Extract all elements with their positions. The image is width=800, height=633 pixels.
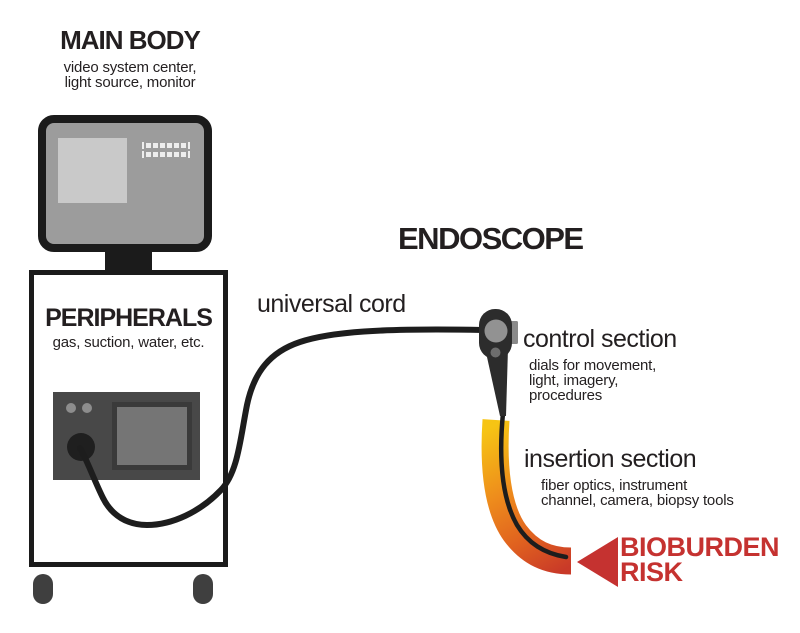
monitor-indicator-dots-icon (142, 142, 190, 160)
peripheral-device-illustration (53, 392, 200, 480)
peripherals-description: gas, suction, water, etc. (52, 334, 205, 351)
main-body-description: video system center, light source, monit… (28, 60, 232, 90)
monitor-stand (105, 250, 152, 272)
control-section-head (479, 309, 512, 359)
control-section-description: dials for movement, light, imagery, proc… (529, 358, 677, 403)
main-body-label-block: MAIN BODY video system center, light sou… (28, 27, 232, 90)
control-section-title: control section (523, 325, 677, 353)
monitor-dot-row (142, 151, 190, 158)
device-knob-icon (67, 433, 95, 461)
insertion-section-label-block: insertion section fiber optics, instrume… (524, 445, 734, 509)
bioburden-risk-line1: BIOBURDEN (620, 532, 780, 562)
control-section-desc-line2: light, imagery, (529, 372, 619, 389)
control-section-desc-line1: dials for movement, (529, 357, 657, 374)
control-dial-large-icon (484, 319, 508, 343)
cart-wheel-right (193, 574, 213, 604)
device-led-icon (82, 403, 92, 413)
bioburden-risk-line2: RISK (620, 557, 683, 587)
main-body-title: MAIN BODY (60, 25, 201, 55)
insertion-section-desc-line2: channel, camera, biopsy tools (541, 492, 734, 509)
insertion-section-desc-line1: fiber optics, instrument (541, 477, 688, 494)
control-dial-small-icon (490, 347, 501, 358)
insertion-section-title: insertion section (524, 445, 697, 473)
cart-wheel-left (33, 574, 53, 604)
bioburden-risk-label: BIOBURDEN RISK (620, 532, 780, 587)
device-led-icon (66, 403, 76, 413)
main-body-desc-line2: light source, monitor (64, 74, 196, 91)
main-body-desc-line1: video system center, (63, 59, 197, 76)
device-screen (112, 402, 192, 470)
endoscope-title: ENDOSCOPE (398, 221, 584, 256)
insertion-section-description: fiber optics, instrument channel, camera… (541, 478, 734, 508)
peripherals-title: PERIPHERALS (45, 304, 213, 332)
monitor-screen-highlight (58, 138, 127, 203)
universal-cord-label: universal cord (257, 290, 406, 318)
bioburden-arrow-icon (577, 537, 618, 587)
control-section-neck (485, 348, 508, 416)
biopsy-port (506, 321, 518, 344)
monitor-illustration (38, 115, 212, 252)
control-section-desc-line3: procedures (529, 387, 603, 404)
control-section-label-block: control section dials for movement, ligh… (523, 325, 677, 404)
peripherals-label-block: PERIPHERALS gas, suction, water, etc. (34, 304, 223, 351)
monitor-dot-row (142, 142, 190, 149)
